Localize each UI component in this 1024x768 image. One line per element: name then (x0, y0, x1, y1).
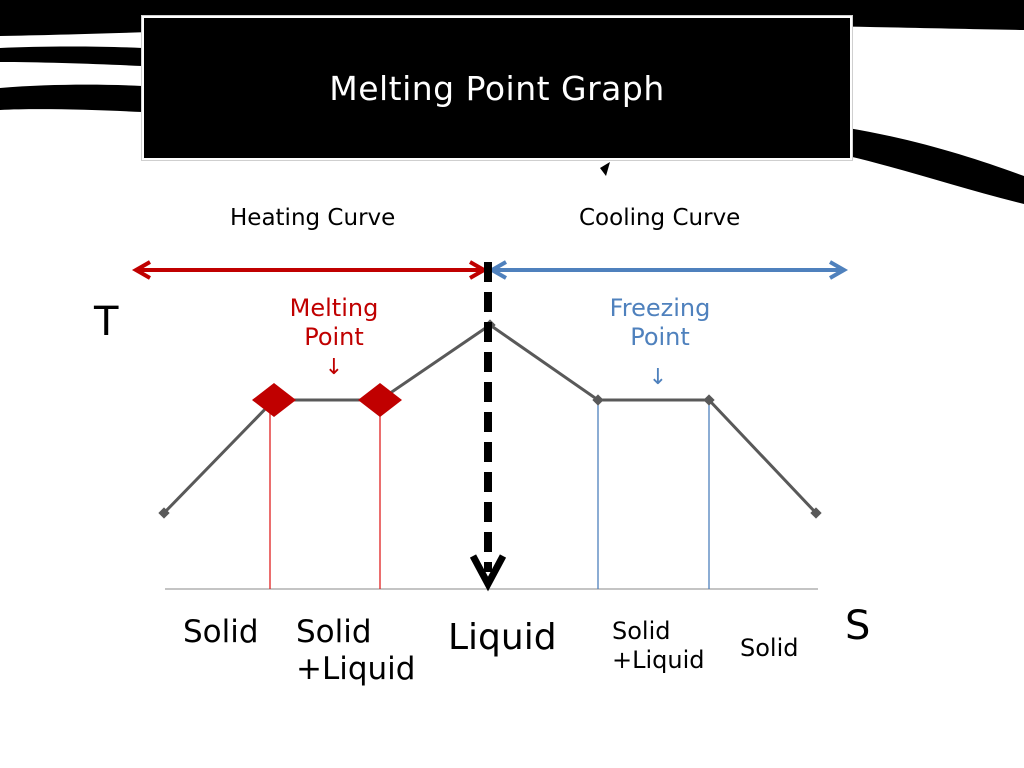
cooling-curve-label: Cooling Curve (579, 205, 741, 231)
phase-label-solid-liquid-2: Solid +Liquid (612, 617, 705, 674)
curve-point-end (810, 507, 822, 519)
melting-point-label: Melting Point (289, 294, 379, 351)
y-axis-label: T (94, 299, 119, 345)
melting-point-arrow: ↓ (324, 355, 344, 380)
freezing-point-arrow: ↓ (648, 365, 668, 390)
heating-range-arrow (131, 260, 489, 280)
cooling-range-arrow (487, 260, 849, 280)
heating-curve-label: Heating Curve (230, 205, 396, 231)
curve-point-freeze-end (703, 394, 715, 406)
curve-point-freeze-start (592, 394, 604, 406)
divider-dashed-arrow (469, 262, 507, 592)
melting-start-diamond (252, 383, 296, 417)
phase-label-solid-2: Solid (740, 634, 799, 662)
phase-label-liquid: Liquid (448, 617, 557, 658)
curve-point-start (158, 507, 170, 519)
freezing-point-label: Freezing Point (609, 294, 711, 351)
slide-title: Melting Point Graph (329, 68, 665, 108)
phase-label-solid-1: Solid (183, 614, 259, 650)
phase-label-solid-liquid-1: Solid +Liquid (296, 614, 416, 688)
melting-end-diamond (358, 383, 402, 417)
x-axis-label: S (845, 603, 871, 649)
title-banner: Melting Point Graph (142, 16, 852, 160)
